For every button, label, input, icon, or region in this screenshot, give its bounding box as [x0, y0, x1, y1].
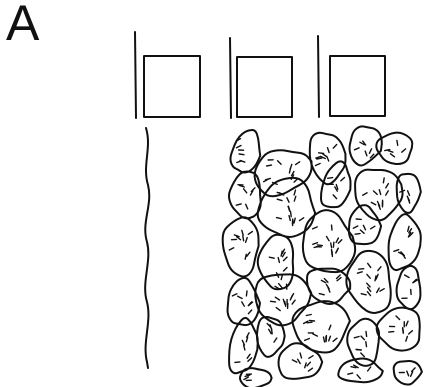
cell-outline	[307, 269, 350, 304]
probe-2	[230, 38, 292, 118]
cell-granules	[348, 365, 371, 379]
cell-2	[255, 150, 312, 196]
cell-outline	[377, 308, 420, 351]
cell-6	[229, 171, 261, 218]
cell-11	[223, 217, 259, 276]
cell-outline	[346, 251, 390, 313]
cell-13	[303, 210, 355, 272]
cell-granules	[389, 316, 413, 341]
cell-outline	[397, 266, 421, 309]
cell-granules	[236, 139, 245, 163]
cell-granules	[304, 315, 337, 343]
cell-granules	[399, 368, 415, 376]
cell-19	[397, 266, 421, 309]
probe-3	[318, 36, 385, 117]
cell-granules	[385, 140, 406, 156]
wavy-boundary-line	[145, 128, 149, 368]
cell-granules	[354, 332, 366, 357]
probe-1-box	[144, 56, 200, 117]
probe-3-box	[330, 56, 385, 116]
cell-granules	[292, 353, 313, 371]
cell-12	[258, 235, 293, 290]
cell-3	[310, 133, 346, 185]
cell-granules	[394, 226, 413, 258]
cell-outline	[279, 343, 323, 379]
probe-1-rod	[135, 32, 136, 118]
cell-outline	[257, 317, 285, 357]
probe-1	[135, 32, 200, 118]
cell-granules	[319, 275, 341, 295]
cell-18	[346, 251, 390, 313]
cell-1	[230, 130, 260, 173]
cell-granules	[235, 333, 252, 363]
cell-26	[338, 358, 383, 382]
cell-granules	[328, 178, 345, 199]
cell-outline	[230, 130, 260, 173]
cell-granules	[232, 291, 252, 314]
cell-granules	[353, 219, 375, 234]
cell-outline	[389, 214, 421, 270]
cell-15	[389, 214, 421, 270]
cell-22	[257, 317, 285, 357]
cell-granules	[267, 324, 277, 343]
probe-2-box	[237, 57, 292, 117]
cell-9	[355, 170, 402, 221]
cell-outline	[255, 150, 312, 196]
cell-10	[397, 174, 421, 213]
probe-2-rod	[230, 38, 231, 118]
cell-outline	[229, 171, 261, 218]
cell-27	[279, 343, 323, 379]
cell-granules	[313, 225, 342, 256]
cell-granules	[402, 275, 418, 298]
cell-granules	[355, 141, 374, 158]
cell-granules	[357, 263, 384, 295]
cell-granules	[236, 185, 255, 209]
cell-cluster	[223, 126, 422, 387]
cell-21	[229, 318, 258, 373]
cell-outline	[223, 217, 259, 276]
cell-17	[307, 269, 350, 304]
cell-granules	[244, 374, 251, 380]
cell-granules	[316, 145, 337, 166]
cell-25	[377, 308, 420, 351]
cell-29	[394, 361, 422, 385]
cell-outline	[258, 235, 293, 290]
cell-granules	[229, 230, 252, 259]
probe-3-rod	[318, 36, 319, 117]
